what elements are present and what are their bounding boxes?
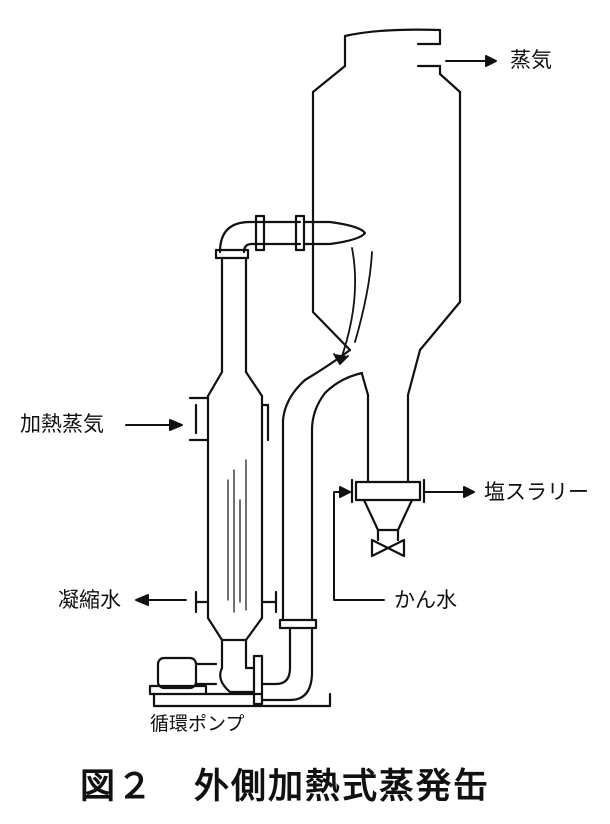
internal-flow-arrows [333, 247, 373, 365]
salt-slurry-label: 塩スラリー [484, 480, 589, 504]
figure-title: 外側加熱式蒸発缶 [194, 767, 491, 807]
steam-out-label: 蒸気 [510, 48, 552, 72]
pump-label: 循環ポンプ [150, 713, 245, 735]
heater [188, 214, 367, 670]
downcomer-pipe [260, 418, 318, 702]
figure-number: 図２ [80, 767, 155, 807]
condensate-label: 凝縮水 [58, 588, 121, 612]
figure-caption: 図２ 外側加熱式蒸発缶 [80, 758, 490, 809]
circulation-pump [148, 654, 332, 708]
heating-steam-label: 加熱蒸気 [20, 412, 104, 436]
annotation-arrows [125, 55, 497, 606]
salt-leg [350, 478, 426, 558]
brine-label: かん水 [394, 588, 457, 612]
